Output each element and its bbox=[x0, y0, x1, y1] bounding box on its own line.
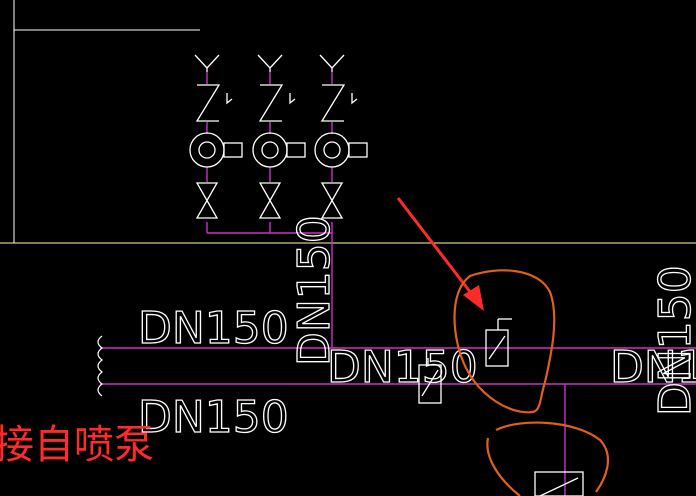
pipe-device-left[interactable] bbox=[418, 358, 442, 404]
label-branch-mid: DN150 bbox=[327, 342, 478, 393]
pipe-break-symbol bbox=[97, 335, 103, 397]
annotation-source-pump: 接自喷泵 bbox=[0, 422, 154, 468]
markup-circle-upper bbox=[453, 269, 556, 414]
label-right-vertical: DN150 bbox=[650, 265, 696, 416]
label-riser: DN150 bbox=[289, 215, 340, 366]
markup-circle-lower bbox=[486, 421, 610, 496]
drawing-frame bbox=[13, 0, 200, 243]
pipe-device-bottom[interactable] bbox=[534, 471, 584, 496]
label-main-pipe-lower: DN150 bbox=[138, 392, 289, 443]
pipe-device-highlighted[interactable] bbox=[485, 318, 512, 367]
sprinkler-assembly-3 bbox=[314, 54, 368, 219]
label-right-horizontal: DN1 bbox=[610, 342, 696, 393]
sprinkler-assembly-2 bbox=[252, 54, 306, 219]
sprinkler-assembly-1 bbox=[189, 54, 243, 219]
label-main-pipe-upper: DN150 bbox=[138, 303, 289, 354]
pipe-network bbox=[100, 72, 696, 496]
red-arrow-annotation bbox=[396, 197, 484, 311]
